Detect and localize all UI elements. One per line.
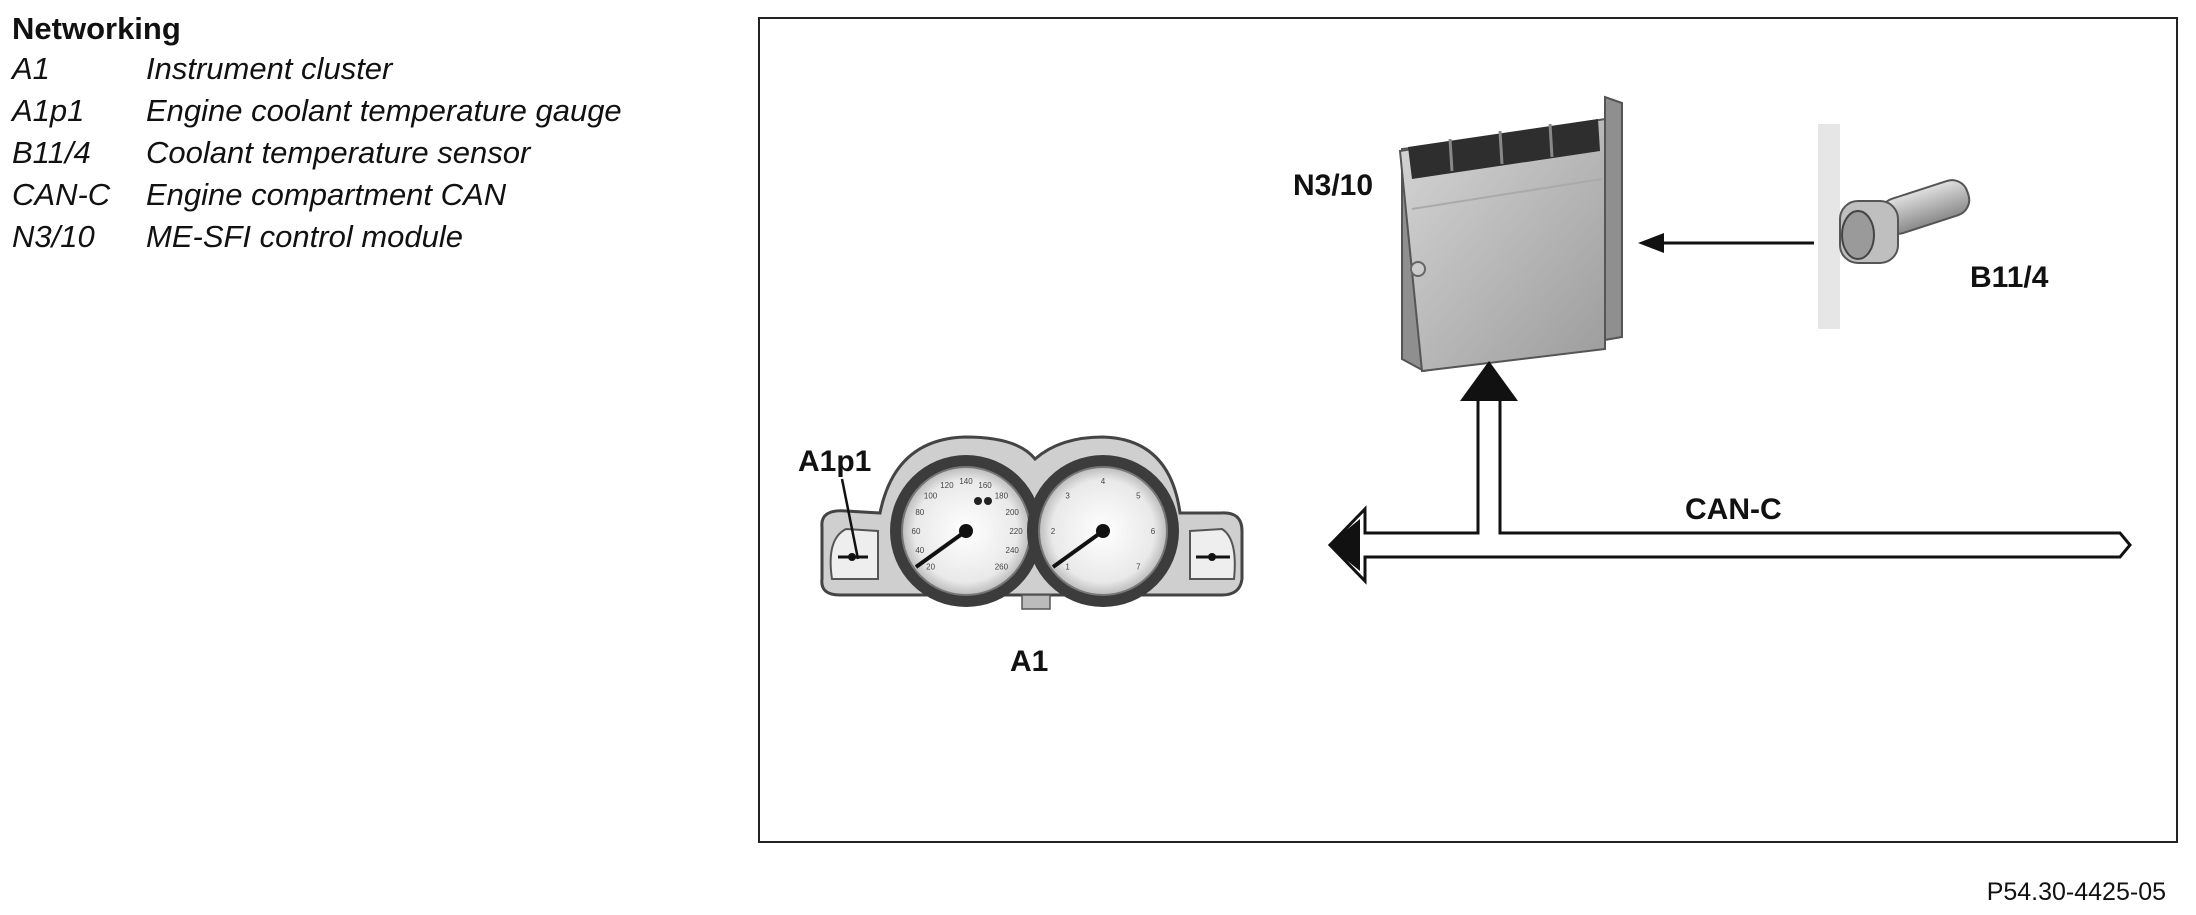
- gauge-tick-label: 7: [1136, 562, 1141, 571]
- gauge-tick-label: 1: [1065, 562, 1070, 571]
- legend-code: N3/10: [12, 219, 95, 254]
- legend-item: A1 Instrument cluster: [12, 48, 622, 90]
- gauge-tick-label: 3: [1065, 492, 1070, 501]
- gauge-tick-label: 240: [1006, 546, 1020, 555]
- legend-item: CAN-C Engine compartment CAN: [12, 174, 622, 216]
- legend-description: ME-SFI control module: [146, 219, 463, 254]
- legend-item: N3/10 ME-SFI control module: [12, 216, 622, 258]
- gauge-pointer-line: [840, 478, 860, 560]
- legend: Networking A1 Instrument cluster A1p1 En…: [12, 10, 622, 258]
- gauge-tick-label: 2: [1051, 527, 1056, 536]
- control-module-n3-10: [1398, 95, 1623, 373]
- gauge-tick-label: 160: [978, 481, 992, 490]
- legend-code: B11/4: [12, 135, 91, 170]
- engine-wall-bar: [1818, 124, 1840, 329]
- cluster-label: A1: [1010, 645, 1048, 678]
- legend-description: Instrument cluster: [146, 51, 393, 86]
- gauge-tick-label: 220: [1009, 527, 1023, 536]
- legend-item: A1p1 Engine coolant temperature gauge: [12, 90, 622, 132]
- can-bus-arrowhead-left: [1328, 519, 1360, 571]
- gauge-tick-label: 120: [940, 481, 954, 490]
- gauge-tick-label: 6: [1151, 527, 1156, 536]
- gauge-tick-label: 20: [926, 562, 935, 571]
- gauge-tick-label: 140: [959, 477, 973, 486]
- legend-code: A1: [12, 51, 50, 86]
- can-bus-arrowhead-up: [1460, 361, 1518, 401]
- gauge-tick-label: 40: [915, 546, 924, 555]
- gauge-label: A1p1: [798, 445, 871, 478]
- legend-title: Networking: [12, 11, 181, 46]
- legend-code: CAN-C: [12, 177, 111, 212]
- sensor-label: B11/4: [1970, 261, 2049, 294]
- control-module-label: N3/10: [1293, 169, 1373, 202]
- gauge-tick-label: 60: [912, 527, 921, 536]
- figure-reference: P54.30-4425-05: [1986, 878, 2166, 906]
- can-bus: [1327, 361, 2132, 585]
- sensor-signal-arrowhead: [1638, 233, 1664, 253]
- tachometer-ticks: 1 2 3 4 5 6 7: [1051, 477, 1156, 571]
- speedometer-needle: [914, 529, 968, 569]
- gauge-tick-label: 200: [1006, 508, 1020, 517]
- legend-description: Engine compartment CAN: [146, 177, 507, 212]
- legend-description: Coolant temperature sensor: [146, 135, 531, 170]
- legend-description: Engine coolant temperature gauge: [146, 93, 622, 128]
- tachometer-needle: [1051, 529, 1105, 569]
- legend-item: B11/4 Coolant temperature sensor: [12, 132, 622, 174]
- gauge-tick-label: 4: [1101, 477, 1106, 486]
- gauge-tick-label: 5: [1136, 492, 1141, 501]
- gauge-tick-label: 260: [995, 562, 1009, 571]
- gauge-tick-label: 100: [924, 492, 938, 501]
- coolant-sensor-b11-4: [1839, 179, 1971, 264]
- legend-code: A1p1: [12, 93, 85, 128]
- gauge-tick-label: 180: [995, 492, 1009, 501]
- bus-label: CAN-C: [1685, 493, 1782, 526]
- gauge-tick-label: 80: [915, 508, 924, 517]
